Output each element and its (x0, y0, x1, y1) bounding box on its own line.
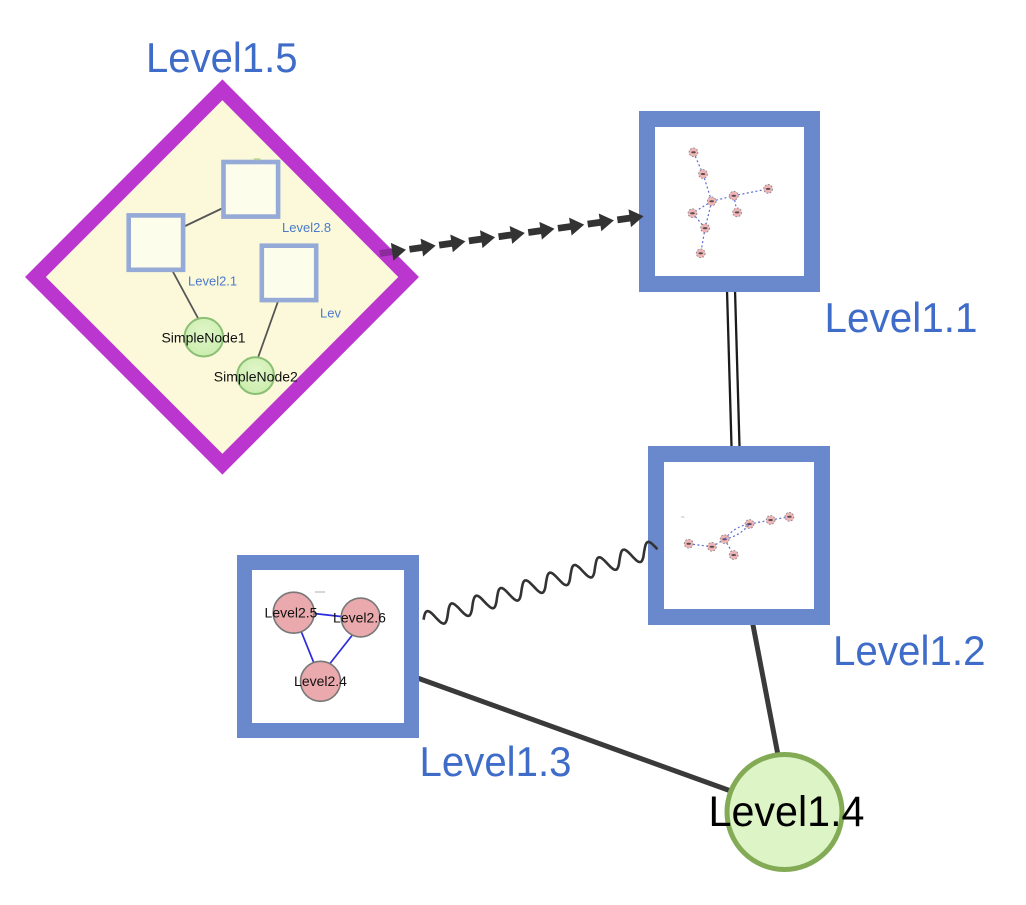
svg-text:Level2.5: Level2.5 (265, 605, 318, 621)
svg-text:Level2.8: Level2.8 (282, 220, 331, 235)
svg-text:Lev: Lev (320, 306, 341, 321)
svg-text:SimpleNode2: SimpleNode2 (214, 369, 298, 385)
svg-text:Level1.3: Level1.3 (420, 738, 572, 785)
svg-text:Level2.6: Level2.6 (333, 610, 386, 626)
svg-text:SimpleNode1: SimpleNode1 (161, 330, 245, 346)
svg-text:Level1.5: Level1.5 (146, 34, 298, 81)
svg-text:Level1.2: Level1.2 (833, 627, 986, 674)
svg-text:Level2.1: Level2.1 (188, 274, 237, 289)
svg-text:Level1.1: Level1.1 (825, 294, 978, 341)
svg-text:Level2.4: Level2.4 (294, 673, 347, 689)
svg-text:Level1.4: Level1.4 (709, 788, 865, 836)
